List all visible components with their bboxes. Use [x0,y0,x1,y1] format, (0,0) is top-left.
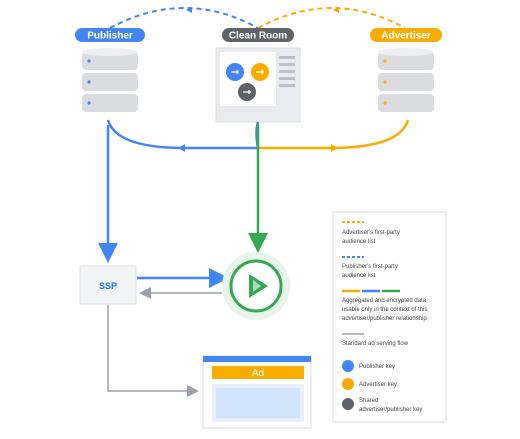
ad-label: Ad [252,368,264,379]
clean-room-box [215,47,301,123]
legend-publisher-list-line1: Publisher's first-party [342,264,398,270]
yellow-flow-arrowhead [331,144,338,152]
ssp-label: SSP [99,281,117,291]
activation-play-icon [222,252,290,320]
legend-advertiser-key-icon [342,378,354,390]
advertiser-pill: Advertiser [370,28,442,42]
legend-aggregated-line1: Aggregated and encrypted data [342,298,427,304]
legend-advertiser-list-line1: Advertiser's first-party [342,230,400,236]
publisher-pill: Publisher [75,28,145,42]
advertiser-to-cleanroom-dashed-arc [257,7,406,29]
advertiser-to-cleanroom-flow [258,119,410,150]
legend-advertiser-key-label: Advertiser key [359,382,397,388]
ssp-box: SSP [79,265,137,305]
legend-aggregated-line2: usable only in the context of this [342,307,427,313]
blue-flow-arrowhead [178,144,185,152]
legend-panel: Advertiser's first-party audience list P… [332,211,447,423]
legend-aggregated-line3: advertiser/publisher relationship [342,316,427,322]
yellow-dashed-arrowhead [333,7,339,13]
legend-shared-key-line2: advertiser/publisher key [359,407,422,413]
legend-standard-flow: Standard ad serving flow [342,341,409,347]
publisher-to-cleanroom-dashed-arc [109,7,259,29]
blue-dashed-arrowhead [186,7,192,13]
publisher-to-cleanroom-flow [106,119,260,150]
advertiser-database-icon [378,48,434,112]
legend-publisher-key-label: Publisher key [359,364,395,370]
clean-room-pill: Clean Room [222,28,294,42]
legend-advertiser-list-line2: audience list [342,239,376,245]
ssp-to-ad-flow [107,305,199,397]
legend-publisher-key-icon [342,360,354,372]
legend-shared-key-icon [342,398,354,410]
ad-browser-window: Ad [202,355,312,429]
publisher-label: Publisher [87,31,133,42]
legend-publisher-list-line2: audience list [342,273,376,279]
legend-shared-key-line1: Shared [359,398,378,404]
clean-room-label: Clean Room [229,31,287,42]
publisher-database-icon [82,48,138,112]
advertiser-label: Advertiser [381,31,431,42]
